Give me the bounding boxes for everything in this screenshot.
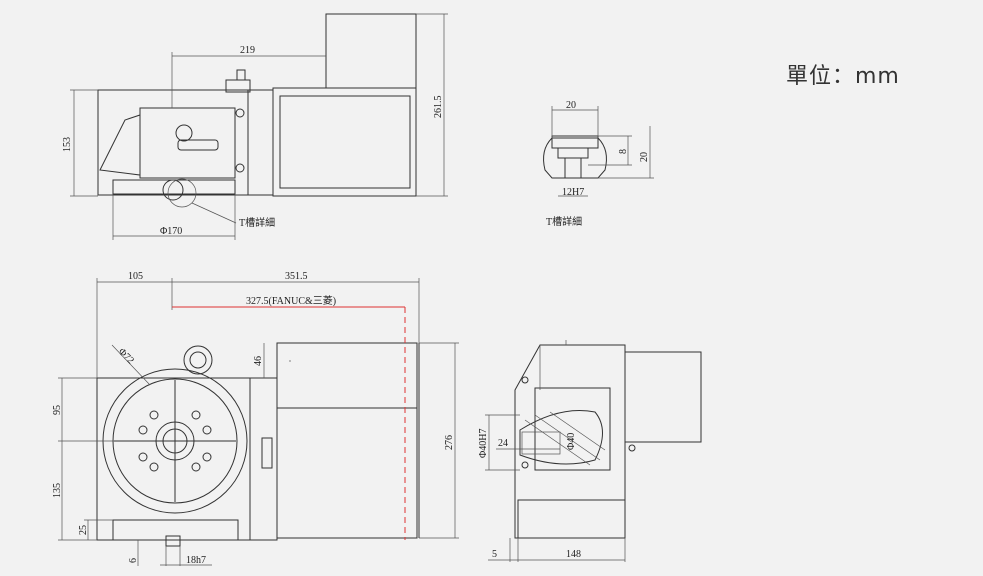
dim-276: 276: [444, 435, 455, 450]
dim-phi40h7: Φ40H7: [478, 428, 489, 458]
dim-slot-20: 20: [566, 100, 576, 111]
top-dimensions: 219 153 261.5 Φ170: [62, 13, 448, 240]
top-view: T槽詳細: [97, 13, 417, 229]
dim-25: 25: [78, 525, 89, 535]
dim-slot-8: 8: [618, 149, 629, 154]
dim-18h7: 18h7: [186, 555, 206, 566]
dim-135: 135: [52, 483, 63, 498]
dim-148: 148: [566, 549, 581, 560]
front-view: [96, 342, 420, 547]
unit-label: 單位：mm: [786, 64, 900, 89]
dim-351-5: 351.5: [285, 271, 308, 282]
dim-219: 219: [240, 45, 255, 56]
dim-slot-20b: 20: [639, 152, 650, 162]
t-slot-detail: 20 8 20 12H7 T槽詳細: [543, 100, 654, 228]
dim-153: 153: [62, 137, 73, 152]
dim-slot-12h7: 12H7: [562, 187, 584, 198]
dim-phi170: Φ170: [160, 226, 182, 237]
dim-105: 105: [128, 271, 143, 282]
dim-327-5-red: 327.5(FANUC&三菱): [246, 295, 336, 307]
side-dimensions: Φ40H7 24 Φ40 5 148: [478, 414, 626, 562]
t-slot-callout: T槽詳細: [239, 216, 275, 229]
dim-phi40: Φ40: [566, 433, 577, 450]
dim-5: 5: [492, 549, 497, 560]
dim-95: 95: [52, 405, 63, 415]
dim-24: 24: [498, 438, 508, 449]
side-view: [514, 340, 702, 539]
dim-phi72: Φ72: [116, 346, 136, 366]
dim-46: 46: [253, 356, 264, 366]
dim-261-5: 261.5: [433, 96, 444, 119]
dim-6: 6: [128, 558, 139, 563]
t-slot-title: T槽詳細: [546, 215, 582, 228]
